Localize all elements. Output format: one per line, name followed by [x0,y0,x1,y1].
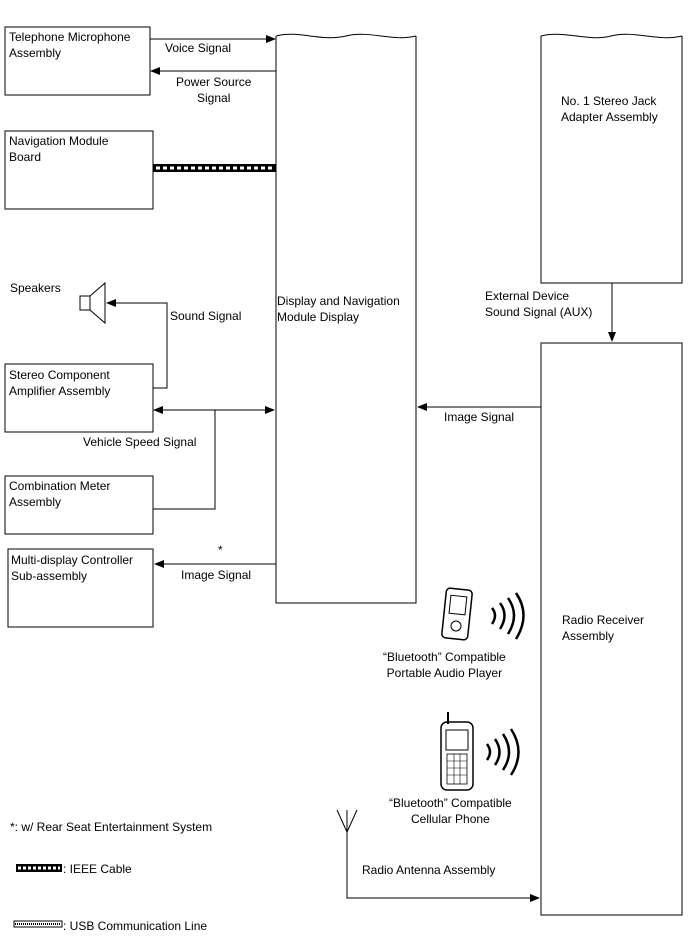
display-navigation-break-line [275,33,417,39]
speaker-icon [79,281,106,325]
legend-ieee-symbol [16,864,62,872]
legend-ieee-cable-label: : IEEE Cable [63,862,132,876]
speakers-label: Speakers [10,281,61,295]
vehicle-speed-signal-line [153,410,216,510]
sound-signal-label: Sound Signal [170,309,242,323]
asterisk-marker: * [218,543,223,557]
legend-usb-symbol [13,920,63,928]
combination-meter-label: Combination Meter Assembly [9,479,111,509]
stereo-amplifier-label: Stereo Component Amplifier Assembly [9,368,111,398]
cellular-phone-wireless-waves-icon [485,728,520,776]
navigation-module-board-label: Navigation Module Board [9,134,109,164]
image-signal-radio-label: Image Signal [444,410,515,424]
power-source-signal-label: Power Source Signal [176,75,252,105]
portable-audio-player-icon [441,587,473,641]
ieee-cable-line [153,164,276,172]
voice-signal-label: Voice Signal [165,41,232,55]
stereo-jack-adapter-box [540,36,683,284]
combination-meter-box [4,475,154,535]
audio-player-wireless-waves-icon [490,592,525,640]
stereo-amplifier-box [4,363,154,433]
legend-usb-line-label: : USB Communication Line [63,919,208,933]
bluetooth-audio-player-label: “Bluetooth” Compatible Portable Audio Pl… [383,650,506,680]
radio-receiver-box [540,342,683,916]
telephone-microphone-box [4,26,151,96]
radio-antenna-label: Radio Antenna Assembly [362,863,496,877]
radio-antenna-line [346,832,540,902]
sound-signal-line [106,299,168,389]
radio-antenna-icon [336,809,358,834]
cellular-phone-icon [440,712,474,791]
vehicle-speed-signal-label: Vehicle Speed Signal [83,435,197,449]
display-navigation-label: Display and Navigation Module Display [277,294,400,324]
legend-rear-seat-note: *: w/ Rear Seat Entertainment System [10,820,213,834]
telephone-microphone-label: Telephone Microphone Assembly [9,30,131,60]
display-navigation-box [275,36,417,604]
multi-display-controller-box [7,548,154,628]
image-signal-rear-seat-label: Image Signal [181,568,252,582]
stereo-jack-break-line [540,33,683,39]
bluetooth-cellular-phone-label: “Bluetooth” Compatible Cellular Phone [389,796,512,826]
multi-display-controller-label: Multi-display Controller Sub-assembly [11,553,134,583]
external-aux-signal-label: External Device Sound Signal (AUX) [485,289,593,319]
radio-receiver-label: Radio Receiver Assembly [562,613,645,643]
stereo-jack-adapter-label: No. 1 Stereo Jack Adapter Assembly [561,94,658,124]
